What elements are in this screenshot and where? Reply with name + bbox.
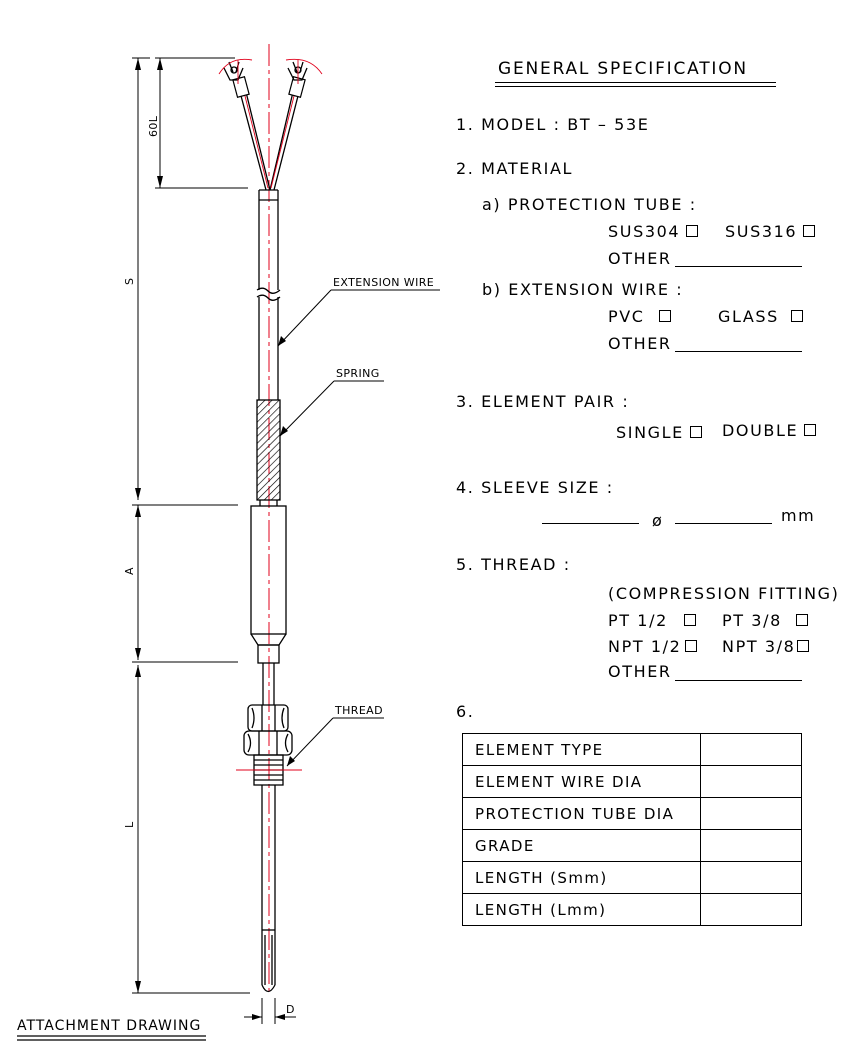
lead-wires <box>239 91 300 191</box>
element-pair-heading: 3. ELEMENT PAIR : <box>456 392 630 411</box>
single-checkbox[interactable] <box>689 426 702 438</box>
spec-table: ELEMENT TYPE ELEMENT WIRE DIA PROTECTION… <box>462 733 802 926</box>
table-row: ELEMENT WIRE DIA <box>462 765 802 798</box>
table-row-value[interactable] <box>700 797 802 830</box>
sleeve-unit: mm <box>781 506 816 525</box>
option-npt38-label: NPT 3/8 <box>722 637 796 656</box>
option-double-label: DOUBLE <box>722 421 799 440</box>
table-row-value[interactable] <box>700 733 802 766</box>
option-sus316-label: SUS316 <box>725 222 798 241</box>
label-thread: THREAD <box>334 704 383 717</box>
compression-fitting: (COMPRESSION FITTING) <box>608 584 840 603</box>
extension-wire-heading: b) EXTENSION WIRE : <box>482 280 684 299</box>
dimension-lines <box>132 57 296 1024</box>
pt12-checkbox[interactable] <box>683 614 696 626</box>
table-row-value[interactable] <box>700 829 802 862</box>
protection-tube <box>261 785 276 993</box>
title-underline <box>495 82 776 83</box>
option-single-label: SINGLE <box>616 423 684 442</box>
drawing-caption: ATTACHMENT DRAWING <box>17 1018 201 1034</box>
table-row: LENGTH (Smm) <box>462 861 802 894</box>
sleeve-size-field-1[interactable] <box>542 523 639 524</box>
thread-fitting <box>243 704 293 786</box>
tube-other-label: OTHER <box>608 249 672 268</box>
pvc-checkbox[interactable] <box>658 310 671 322</box>
dim-l: L <box>123 821 136 828</box>
option-pt12-label: PT 1/2 <box>608 611 668 630</box>
sleeve-size-heading: 4. SLEEVE SIZE : <box>456 478 614 497</box>
extension-wire-body <box>256 189 281 400</box>
double-checkbox[interactable] <box>804 424 817 436</box>
option-sus304[interactable]: SUS304 <box>608 222 699 241</box>
sleeve-size-field-2[interactable] <box>675 523 772 524</box>
diameter-symbol: ø <box>652 511 664 530</box>
option-npt12-label: NPT 1/2 <box>608 637 682 656</box>
wire-other-field[interactable] <box>675 351 802 352</box>
option-glass-label: GLASS <box>718 307 779 326</box>
pt38-checkbox[interactable] <box>795 614 808 626</box>
dim-60l: 60L <box>147 115 160 137</box>
option-double[interactable]: DOUBLE <box>722 421 817 440</box>
spring <box>256 399 281 501</box>
option-pt38[interactable]: PT 3/8 <box>722 612 808 630</box>
table-row-label: PROTECTION TUBE DIA <box>462 797 701 830</box>
option-pvc-label: PVC <box>608 307 645 326</box>
table-row: PROTECTION TUBE DIA <box>462 797 802 830</box>
table-row-label: ELEMENT WIRE DIA <box>462 765 701 798</box>
tube-other-field[interactable] <box>675 266 802 267</box>
glass-checkbox[interactable] <box>790 310 803 322</box>
sus304-checkbox[interactable] <box>686 225 699 237</box>
label-spring: SPRING <box>336 367 380 380</box>
protection-tube-heading: a) PROTECTION TUBE : <box>482 195 697 214</box>
option-sus304-label: SUS304 <box>608 222 681 241</box>
dim-a: A <box>123 567 136 575</box>
option-pt12[interactable]: PT 1/2 <box>608 612 696 630</box>
attachment-drawing: EXTENSION WIRE SPRING THREAD 60L S A L D… <box>17 44 440 1041</box>
material-heading: 2. MATERIAL <box>456 159 574 178</box>
item6-label: 6. <box>456 702 475 721</box>
table-row-label: LENGTH (Lmm) <box>462 893 701 926</box>
dim-d: D <box>286 1003 295 1016</box>
sus316-checkbox[interactable] <box>803 225 816 237</box>
dim-s: S <box>123 278 136 285</box>
table-row: ELEMENT TYPE <box>462 733 802 766</box>
wire-other-label: OTHER <box>608 334 672 353</box>
npt12-checkbox[interactable] <box>685 640 698 652</box>
thread-other-field[interactable] <box>675 680 802 681</box>
option-pt38-label: PT 3/8 <box>722 611 782 630</box>
table-row: LENGTH (Lmm) <box>462 893 802 926</box>
option-npt38[interactable]: NPT 3/8 <box>722 637 810 656</box>
leader-lines <box>277 289 440 767</box>
model-line: 1. MODEL : BT – 53E <box>456 115 650 134</box>
table-row-label: ELEMENT TYPE <box>462 733 701 766</box>
option-sus316[interactable]: SUS316 <box>725 222 816 241</box>
npt38-checkbox[interactable] <box>797 640 810 652</box>
thread-other-label: OTHER <box>608 662 672 681</box>
option-single[interactable]: SINGLE <box>616 424 702 442</box>
label-extension-wire: EXTENSION WIRE <box>333 276 434 289</box>
table-row-value[interactable] <box>700 893 802 926</box>
title-underline-2 <box>495 86 776 87</box>
table-row: GRADE <box>462 829 802 862</box>
option-glass[interactable]: GLASS <box>718 308 803 326</box>
table-row-value[interactable] <box>700 765 802 798</box>
spade-terminals <box>223 61 308 81</box>
table-row-label: LENGTH (Smm) <box>462 861 701 894</box>
table-row-label: GRADE <box>462 829 701 862</box>
table-row-value[interactable] <box>700 861 802 894</box>
option-pvc[interactable]: PVC <box>608 308 671 326</box>
thread-heading: 5. THREAD : <box>456 555 571 574</box>
option-npt12[interactable]: NPT 1/2 <box>608 637 698 656</box>
dimension-arrows <box>135 58 285 1020</box>
sleeve-body <box>250 500 287 705</box>
spec-title: GENERAL SPECIFICATION <box>498 59 748 79</box>
